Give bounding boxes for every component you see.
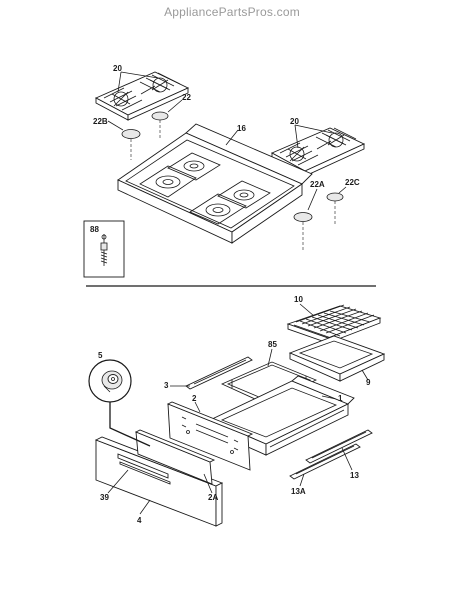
drawer-rail-3[interactable] <box>185 356 253 390</box>
label-20-right: 20 <box>290 117 299 126</box>
label-2a: 2A <box>208 493 218 502</box>
label-85: 85 <box>268 340 277 349</box>
label-16: 16 <box>237 124 246 133</box>
label-3: 3 <box>164 381 169 390</box>
broiler-pan[interactable] <box>288 335 386 382</box>
spark-electrode-box[interactable] <box>83 220 125 278</box>
label-22b: 22B <box>93 117 108 126</box>
drawer-panel-2a[interactable] <box>134 429 216 485</box>
label-2: 2 <box>192 394 197 403</box>
cooktop-panel[interactable] <box>117 123 313 244</box>
label-13a: 13A <box>291 487 306 496</box>
label-1: 1 <box>338 394 343 403</box>
watermark: AppliancePartsPros.com <box>164 5 300 19</box>
label-5: 5 <box>98 351 103 360</box>
label-4: 4 <box>137 516 142 525</box>
left-burner-grate[interactable] <box>94 71 190 121</box>
label-10: 10 <box>294 295 303 304</box>
slide-rail-13a[interactable] <box>289 443 361 480</box>
burner-cap-22[interactable] <box>151 111 169 121</box>
burner-cap-22b[interactable] <box>121 129 141 139</box>
label-22: 22 <box>182 93 191 102</box>
broiler-insert[interactable] <box>286 304 382 344</box>
label-88: 88 <box>90 225 99 234</box>
knob-detail[interactable] <box>88 359 132 403</box>
label-9: 9 <box>366 378 371 387</box>
burner-cap-22c[interactable] <box>326 192 344 202</box>
slide-rail-13[interactable] <box>305 429 373 464</box>
label-13: 13 <box>350 471 359 480</box>
label-20-left: 20 <box>113 64 122 73</box>
burner-cap-22a[interactable] <box>293 212 313 222</box>
label-22c: 22C <box>345 178 360 187</box>
inner-drawer-front[interactable] <box>166 401 254 471</box>
label-39: 39 <box>100 493 109 502</box>
label-22a: 22A <box>310 180 325 189</box>
